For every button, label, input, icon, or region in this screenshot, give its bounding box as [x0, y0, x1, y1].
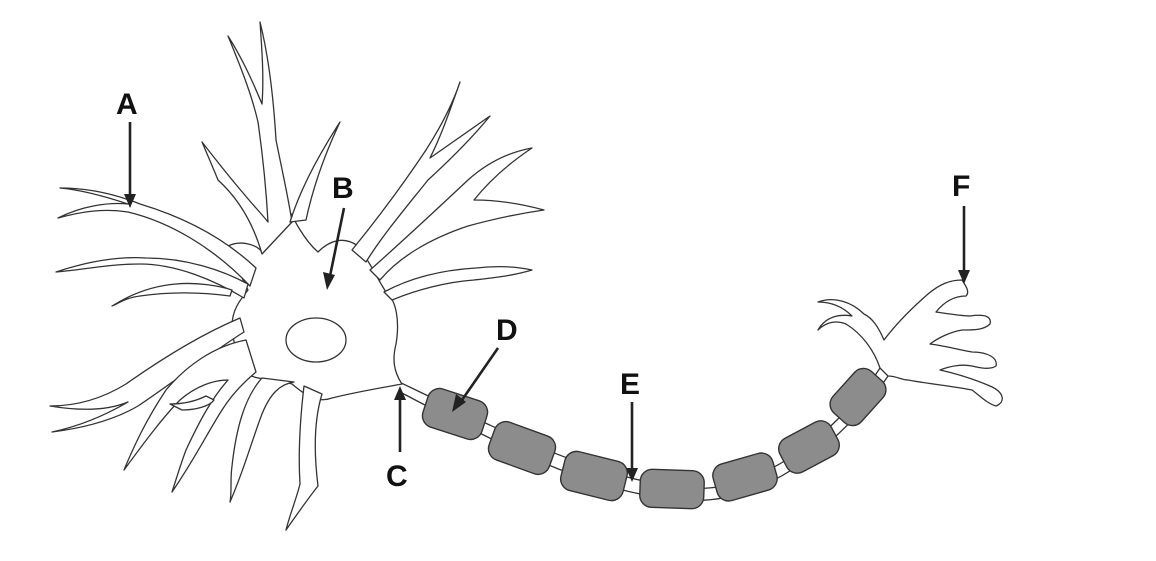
label-d: D	[496, 314, 518, 347]
label-b: B	[332, 172, 354, 205]
myelin-sheath	[639, 468, 705, 510]
axon-terminals	[817, 279, 1003, 407]
myelin-sheath	[712, 452, 778, 502]
myelin-sheath	[421, 387, 489, 441]
dendrites	[49, 21, 545, 531]
label-d-group: D	[452, 314, 518, 412]
myelin-sheath	[829, 367, 887, 427]
myelin-sheaths	[421, 367, 887, 510]
label-b-group: B	[323, 172, 354, 290]
label-e-group: E	[620, 368, 640, 482]
myelin-sheath	[487, 420, 557, 476]
label-f: F	[952, 170, 970, 203]
label-a-group: A	[116, 88, 138, 208]
myelin-sheath	[778, 420, 840, 474]
label-a: A	[116, 88, 138, 121]
label-f-group: F	[952, 170, 970, 284]
label-c: C	[386, 460, 408, 493]
nucleus	[285, 317, 347, 363]
label-c-group: C	[386, 386, 408, 493]
myelin-sheath	[559, 450, 629, 502]
label-e: E	[620, 368, 640, 401]
